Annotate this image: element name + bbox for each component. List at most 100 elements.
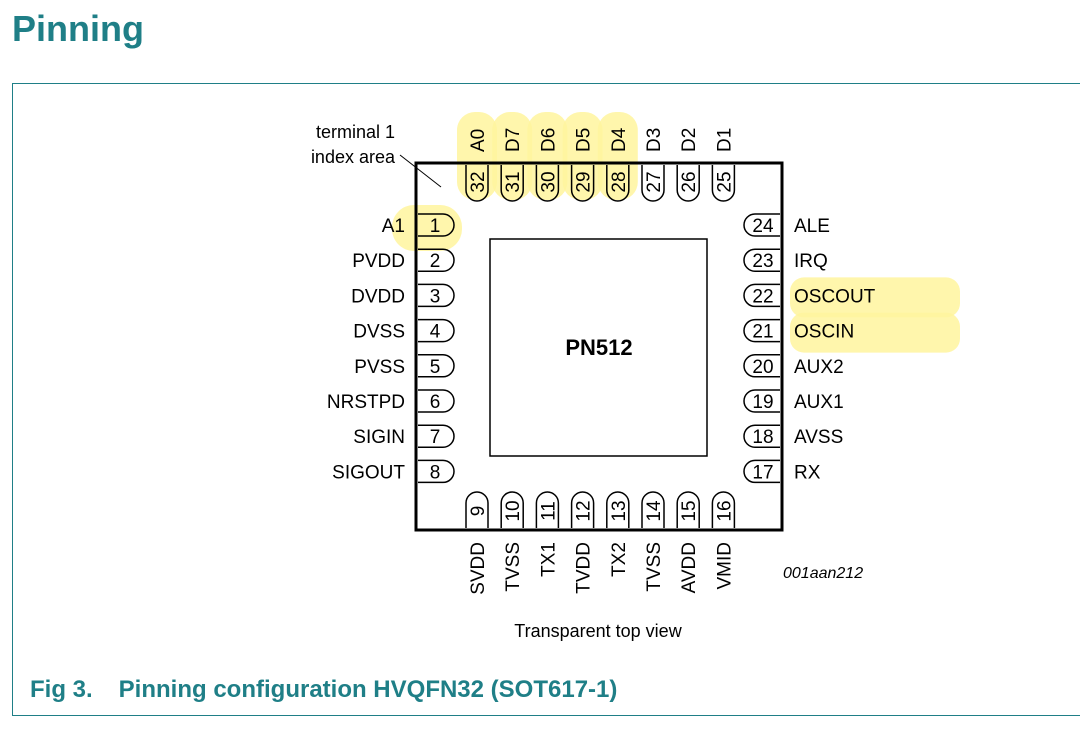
pin-name: D7 xyxy=(503,128,524,152)
pin-pad xyxy=(500,491,524,528)
pin-number: 12 xyxy=(574,500,595,521)
figure-caption: Fig 3. Pinning configuration HVQFN32 (SOT… xyxy=(30,676,617,704)
chip-name: PN512 xyxy=(565,335,632,360)
pin-pad xyxy=(743,248,780,272)
pin-pad xyxy=(711,491,736,528)
pin-name: AUX1 xyxy=(794,392,844,413)
pin-number: 9 xyxy=(468,506,489,517)
pin-name: AUX2 xyxy=(794,357,844,378)
pin-name: PVSS xyxy=(354,357,405,378)
pin-number: 8 xyxy=(430,462,441,483)
pin-number: 7 xyxy=(430,427,441,448)
pin-number: 24 xyxy=(752,216,774,237)
highlight-mark xyxy=(790,277,960,318)
pin-name: TVSS xyxy=(644,542,665,592)
pin-number: 30 xyxy=(538,171,559,192)
pin-number: 6 xyxy=(430,392,441,413)
highlight-layer xyxy=(392,112,960,353)
die-outline xyxy=(489,238,708,457)
pin-pad xyxy=(465,491,489,528)
pin-number: 5 xyxy=(430,357,441,378)
pin-number: 15 xyxy=(679,500,700,521)
pin-number: 26 xyxy=(679,171,700,192)
pin-number: 13 xyxy=(609,500,630,521)
figure-frame xyxy=(12,83,1080,716)
pin-pad xyxy=(418,318,455,343)
pin-pad xyxy=(465,165,489,202)
terminal-index-leader xyxy=(399,154,442,188)
pin-name: TVDD xyxy=(574,542,595,594)
highlight-mark xyxy=(562,112,603,200)
pin-name: A1 xyxy=(382,216,405,237)
pin-number: 28 xyxy=(609,171,630,192)
pin-name: D6 xyxy=(538,128,559,152)
pin-pad xyxy=(570,491,595,528)
pin-name: DVDD xyxy=(351,286,405,307)
pin-number: 16 xyxy=(714,500,735,521)
pin-pad xyxy=(641,491,665,528)
pin-pad xyxy=(743,318,780,343)
pin-pad xyxy=(535,165,560,202)
pin-number: 21 xyxy=(752,322,773,343)
highlight-mark xyxy=(527,112,568,200)
pin-name: TVSS xyxy=(503,542,524,592)
highlight-mark xyxy=(492,112,533,200)
pin-pad xyxy=(641,165,665,202)
pin-name: D3 xyxy=(644,128,665,152)
pin-name: OSCOUT xyxy=(794,286,876,307)
pin-pad xyxy=(418,354,455,378)
pin-number: 32 xyxy=(468,171,489,192)
pin-pad xyxy=(676,165,700,202)
highlight-mark xyxy=(392,205,462,251)
pin-name: OSCIN xyxy=(794,322,854,343)
pin-number: 17 xyxy=(752,462,773,483)
pin-number: 2 xyxy=(430,251,441,272)
pin-number: 1 xyxy=(430,216,441,237)
pin-pad xyxy=(418,389,455,413)
pin-name: DVSS xyxy=(353,322,405,343)
pin-number: 31 xyxy=(503,171,524,192)
pin-number: 11 xyxy=(538,501,559,521)
pin-pad xyxy=(500,165,524,202)
pin-number: 25 xyxy=(714,171,735,192)
pin-name: VMID xyxy=(714,542,735,590)
pin-pad xyxy=(743,424,780,448)
pin-pad xyxy=(606,491,630,528)
pin-number: 3 xyxy=(430,286,441,307)
view-label: Transparent top view xyxy=(514,621,682,641)
pin-name: D4 xyxy=(609,127,630,152)
pin-number: 14 xyxy=(644,500,665,522)
pin-pad xyxy=(418,213,455,237)
pin-pad xyxy=(743,389,780,413)
pin-number: 29 xyxy=(574,171,595,192)
terminal-label-line2: index area xyxy=(311,147,396,167)
pin-pad xyxy=(743,354,780,378)
pin-pad xyxy=(743,459,780,484)
pin-name: TX2 xyxy=(609,542,630,577)
pin-pad xyxy=(418,459,455,484)
caption-text: Pinning configuration HVQFN32 (SOT617-1) xyxy=(118,676,618,703)
pin-name: SIGIN xyxy=(353,427,405,448)
pin-number: 4 xyxy=(430,322,441,343)
pin-pad xyxy=(535,491,560,528)
pin-name: A0 xyxy=(468,129,489,152)
terminal-label-line1: terminal 1 xyxy=(316,122,395,142)
pin-pad xyxy=(743,213,780,237)
pin-pad xyxy=(606,165,630,202)
pin-name: SIGOUT xyxy=(332,462,405,483)
pin-number: 19 xyxy=(752,392,773,413)
pin-pad xyxy=(418,248,455,272)
pin-pad xyxy=(570,165,595,202)
pin-name: TX1 xyxy=(538,542,559,577)
pin-pad xyxy=(676,491,700,528)
pin-number: 23 xyxy=(752,251,773,272)
pin-pad xyxy=(711,165,736,202)
pin-number: 10 xyxy=(503,500,524,521)
pin-number: 27 xyxy=(644,171,665,192)
pin-name: D5 xyxy=(574,128,595,152)
caption-number: Fig 3. xyxy=(30,676,93,703)
pin-name: PVDD xyxy=(352,251,405,272)
highlight-mark xyxy=(457,112,497,200)
pin-number: 20 xyxy=(752,357,773,378)
